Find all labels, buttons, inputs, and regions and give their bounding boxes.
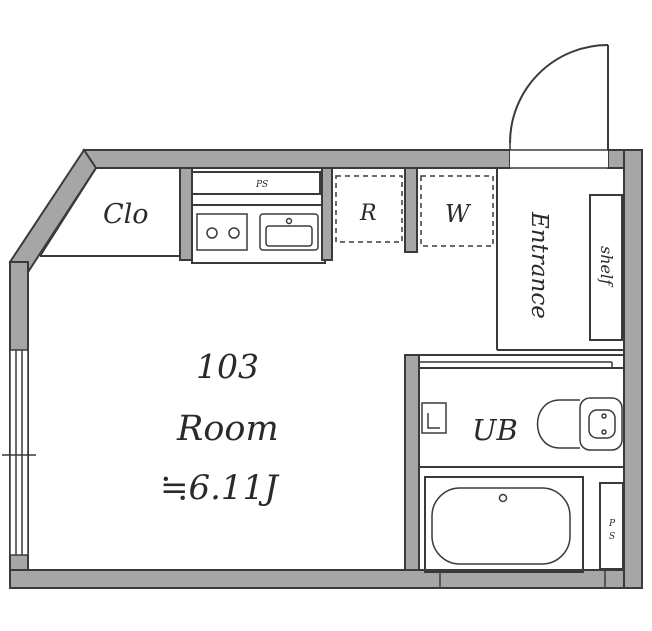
window [2,349,36,556]
wash-basin [421,402,447,434]
partition-fridge-washer [404,167,418,253]
label-room-size: ≒6.11J [160,468,280,508]
entrance-door [509,44,609,169]
entrance-area [496,168,624,351]
label-unit-number: 103 [196,347,259,386]
bathroom-walls [404,354,624,571]
bathtub [424,476,584,573]
label-entrance: Entrance [526,211,552,319]
right-wall [623,149,643,589]
label-unit-bath: UB [472,413,518,447]
label-pipe-space-top: PS [255,180,268,190]
label-pipe-space-bath-p: P [608,519,616,529]
label-washer: W [445,200,472,228]
burner-left [206,227,218,239]
pipe-space-bath-box [599,482,624,570]
kitchen-sink [259,213,319,251]
label-room-type: Room [176,409,279,449]
label-pipe-space-bath-s: S [609,532,615,542]
closet [39,167,193,261]
toilet [536,397,623,451]
pipe-space-top-box [191,171,321,195]
burner-right [228,227,240,239]
refrigerator-space [335,175,403,243]
top-wall-left [82,149,511,169]
shoe-shelf [589,194,623,341]
stove [196,213,248,251]
label-refrigerator: R [359,201,377,226]
partition-kitchen-right [321,167,333,261]
label-closet: Clo [103,199,149,230]
washer-space [420,175,494,247]
diagonal-wall [8,148,98,274]
exterior-walls [8,148,643,589]
label-shelf: shelf [597,246,616,288]
